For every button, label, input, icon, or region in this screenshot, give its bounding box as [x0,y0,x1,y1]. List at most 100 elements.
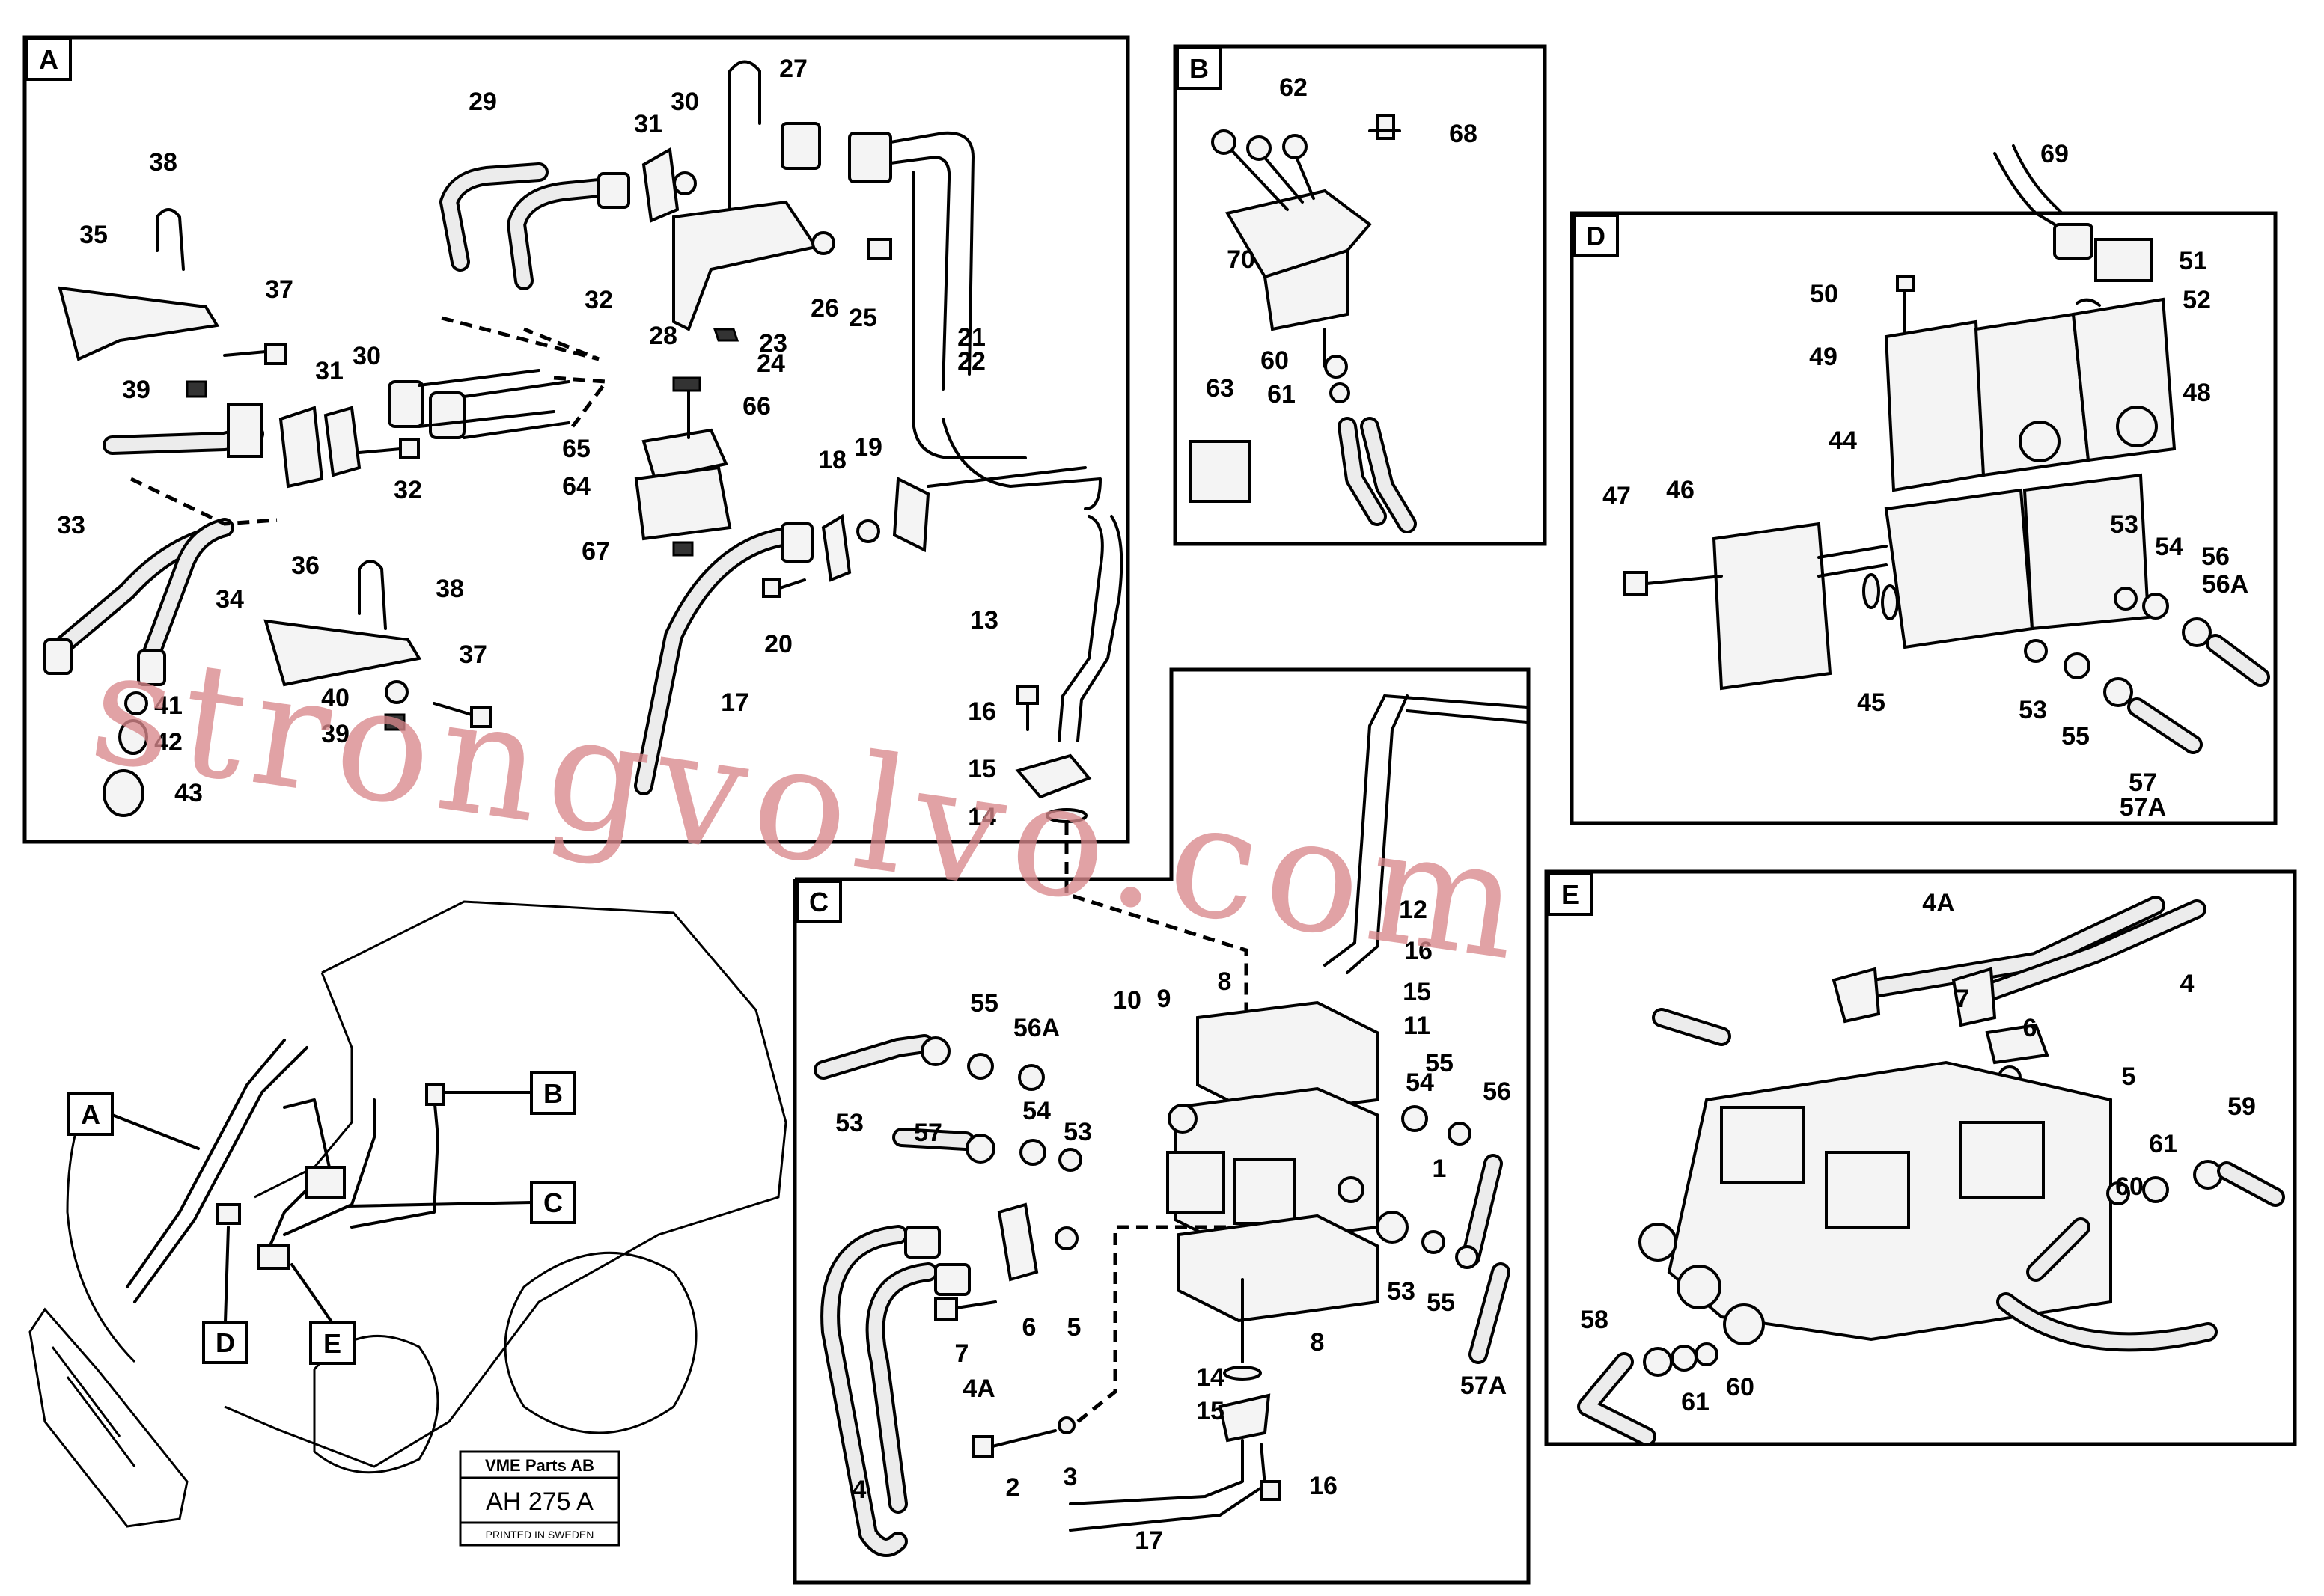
section-a-drawing [43,60,1248,1010]
section-tag-e: E [1547,872,1593,916]
svg-text:D: D [216,1327,235,1358]
overview-callout-a: A [67,1092,200,1150]
part-number-label-c-55: 55 [1427,1288,1455,1317]
part-number-label-c-7: 7 [955,1339,969,1368]
part-number-label-c-55: 55 [1425,1049,1454,1077]
svg-text:E: E [1561,879,1579,910]
part-number-label-b-60: 60 [1260,346,1289,375]
part-number-label-a-16: 16 [968,697,996,726]
part-number-label-c-54: 54 [1022,1097,1051,1125]
part-number-label-c-6: 6 [1022,1313,1037,1342]
section-tag-a: A [25,37,72,81]
part-number-label-c-56: 56 [1483,1077,1511,1106]
part-number-label-e-61: 61 [1681,1388,1710,1416]
part-number-label-c-9: 9 [1157,985,1171,1013]
machine-overview [28,900,787,1528]
overview-callout-d: D [202,1226,248,1364]
part-number-label-e-4: 4 [2180,970,2195,998]
section-tag-d: D [1573,214,1619,257]
part-number-label-d-57a: 57A [2120,793,2166,822]
part-number-label-d-55: 55 [2061,722,2090,750]
part-number-label-a-39: 39 [122,376,150,404]
part-number-label-a-18: 18 [818,446,847,474]
part-number-label-d-45: 45 [1857,688,1885,717]
svg-text:C: C [543,1187,563,1218]
part-number-label-a-65: 65 [562,435,591,463]
svg-text:D: D [1586,221,1605,251]
part-number-label-a-29: 29 [469,88,497,116]
part-number-label-c-8: 8 [1218,967,1232,996]
part-number-label-c-2: 2 [1006,1473,1020,1502]
section-b-labels: 62 68 70 60 61 63 [1206,73,1477,409]
part-number-label-a-30: 30 [671,88,699,116]
section-frame-d [1570,211,2278,825]
part-number-label-c-10: 10 [1113,986,1141,1015]
part-number-label-a-20: 20 [764,630,793,658]
part-number-label-d-53: 53 [2019,696,2047,724]
part-number-label-d-54: 54 [2155,533,2183,561]
section-frame-e [1544,869,2297,1446]
part-number-label-c-16: 16 [1309,1472,1338,1500]
overview-callout-b: B [444,1071,576,1115]
part-number-label-c-57a: 57A [1460,1372,1507,1400]
section-d-drawing [1623,144,2270,754]
part-number-label-a-25: 25 [849,304,877,332]
section-b-drawing [1189,114,1417,533]
part-number-label-c-15: 15 [1403,978,1431,1006]
part-number-label-e-60: 60 [2115,1172,2144,1201]
stamp-company: VME Parts AB [485,1456,594,1475]
part-number-label-d-69: 69 [2040,140,2069,168]
part-number-label-d-46: 46 [1666,476,1695,504]
part-number-label-a-28: 28 [649,322,677,350]
part-number-label-e-58: 58 [1580,1306,1608,1334]
part-number-label-e-60: 60 [1726,1373,1754,1401]
part-number-label-a-36: 36 [291,551,320,580]
section-frame-a [22,35,1130,844]
part-number-label-a-26: 26 [811,294,839,322]
part-number-label-e-7: 7 [1956,985,1970,1013]
part-number-label-a-39: 39 [321,720,350,748]
part-number-label-a-22: 22 [957,347,986,376]
svg-text:A: A [39,44,58,75]
part-number-label-b-61: 61 [1267,380,1296,409]
part-number-label-a-66: 66 [742,392,771,421]
part-number-label-b-70: 70 [1227,245,1255,274]
part-number-label-b-63: 63 [1206,374,1234,403]
section-e-drawing [1577,896,2285,1446]
svg-text:B: B [1189,53,1209,84]
part-number-label-a-24: 24 [757,349,785,378]
part-number-label-c-3: 3 [1064,1463,1078,1491]
part-number-label-a-14: 14 [968,803,996,831]
part-number-label-c-11: 11 [1403,1012,1430,1040]
part-number-label-b-68: 68 [1449,120,1477,148]
part-number-label-c-15: 15 [1196,1397,1224,1425]
part-number-label-d-48: 48 [2183,379,2211,407]
part-number-label-d-56a: 56A [2202,570,2248,599]
part-number-label-c-56a: 56A [1013,1014,1060,1042]
part-number-label-b-62: 62 [1279,73,1308,102]
part-number-label-d-57: 57 [2129,768,2157,797]
part-number-label-d-53: 53 [2110,510,2138,539]
part-number-label-a-64: 64 [562,472,591,501]
part-number-label-a-19: 19 [854,433,882,462]
part-number-label-a-34: 34 [216,585,244,614]
part-number-label-c-8: 8 [1311,1328,1325,1357]
part-number-label-a-15: 15 [968,755,996,783]
section-frame-c [793,667,1531,1585]
part-number-label-d-47: 47 [1602,482,1631,510]
part-number-label-a-38: 38 [436,575,464,603]
section-tag-c: C [796,880,842,923]
part-number-label-c-57: 57 [914,1119,942,1147]
part-number-label-c-54: 54 [1406,1068,1434,1097]
part-number-label-a-35: 35 [79,221,108,249]
part-number-label-a-32: 32 [394,476,422,504]
part-number-label-a-27: 27 [779,55,808,83]
part-number-label-a-40: 40 [321,684,350,712]
part-number-label-d-49: 49 [1809,343,1837,371]
part-number-label-a-41: 41 [154,691,183,720]
